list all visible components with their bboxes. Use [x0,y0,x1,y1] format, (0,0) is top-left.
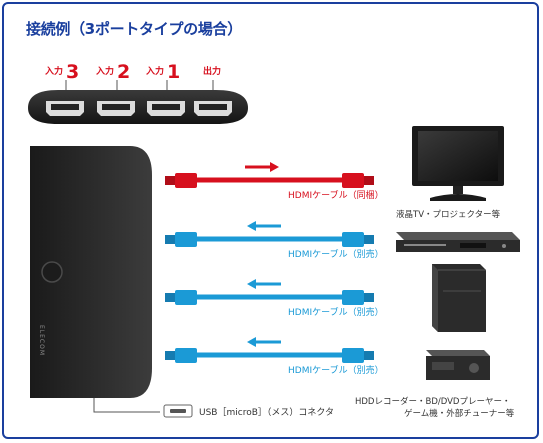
hdmi-port-input-2 [97,101,135,116]
port-label-output: 出力 [203,65,221,77]
svg-text:HDMIケーブル（別売）: HDMIケーブル（別売） [288,306,384,318]
svg-text:入力: 入力 [95,65,114,77]
usb-callout: USB［microB］（メス）コネクタ [93,398,334,418]
recorder-label-line1: HDDレコーダー・BD/DVDプレーヤー・ [355,396,510,407]
svg-text:HDMIケーブル（同梱）: HDMIケーブル（同梱） [288,189,384,201]
switch-button [41,261,63,283]
recorder-label-line2: ゲーム機・外部チューナー等 [404,408,515,419]
hdmi-cable-input-2: HDMIケーブル（別売） [165,279,384,318]
svg-text:3: 3 [66,61,79,83]
tv-label: 液晶TV・プロジェクター等 [396,209,501,220]
svg-text:USB［microB］（メス）コネクタ: USB［microB］（メス）コネクタ [199,407,334,418]
arrow-left-icon [247,337,281,347]
svg-text:入力: 入力 [145,65,164,77]
svg-text:入力: 入力 [44,65,63,77]
hdmi-port-input-3 [46,101,84,116]
tuner-icon [426,350,490,380]
svg-text:1: 1 [167,61,180,83]
switcher-back-panel [28,90,248,124]
port-label-input-2: 入力 2 [95,61,130,83]
hdmi-cable-input-1: HDMIケーブル（別売） [165,221,384,260]
hdmi-cable-input-3: HDMIケーブル（別売） [165,337,384,376]
port-label-input-3: 入力 3 [44,61,79,83]
hdmi-port-output [194,101,232,116]
svg-text:HDMIケーブル（別売）: HDMIケーブル（別売） [288,248,384,260]
hdmi-cable-output: HDMIケーブル（同梱） [165,162,384,201]
arrow-right-icon [245,162,279,172]
tv-icon [412,126,504,201]
hdmi-port-input-1 [147,101,185,116]
arrow-left-icon [247,279,281,289]
svg-text:HDMIケーブル（別売）: HDMIケーブル（別売） [288,364,384,376]
page-title: 接続例（3ポートタイプの場合） [26,20,242,38]
switcher-body: ELECOM [30,146,152,398]
svg-text:2: 2 [117,61,130,83]
brand-logo: ELECOM [38,325,45,356]
port-label-input-1: 入力 1 [145,61,180,83]
arrow-left-icon [247,221,281,231]
game-console-icon [432,264,486,332]
recorder-icon [396,232,520,252]
